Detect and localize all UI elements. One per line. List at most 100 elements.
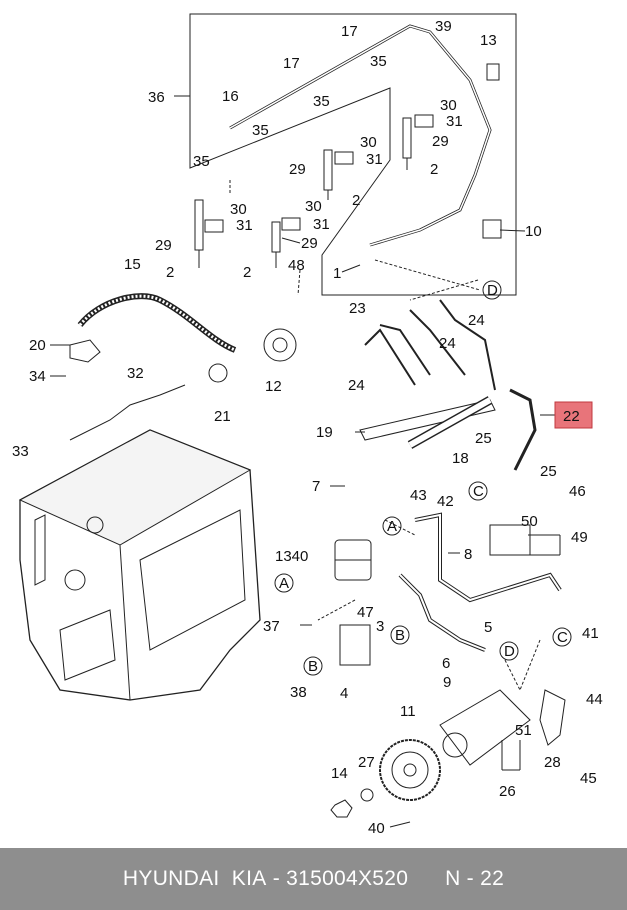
callout-12: 12 bbox=[265, 378, 282, 395]
high-pressure-pump bbox=[439, 689, 531, 766]
callout-10: 10 bbox=[525, 223, 542, 240]
footer-separator: - bbox=[266, 867, 287, 890]
dashed-connections bbox=[229, 180, 541, 691]
diagram-drawing bbox=[18, 13, 572, 828]
label-leaders bbox=[50, 95, 561, 828]
highlight-box-22 bbox=[554, 401, 593, 429]
callout-41: 41 bbox=[582, 625, 599, 642]
injector-3 bbox=[323, 149, 333, 200]
wiring-harness bbox=[69, 384, 186, 441]
callout-20: 20 bbox=[29, 337, 46, 354]
sensor-13 bbox=[486, 63, 500, 81]
clamp-31a bbox=[414, 114, 434, 128]
nut-14 bbox=[330, 799, 353, 818]
callout-labels: 39 17 13 35 36 16 17 35 30 31 35 29 35 3… bbox=[12, 18, 603, 837]
callout-24-c: 24 bbox=[348, 377, 365, 394]
callout-47: 47 bbox=[357, 604, 374, 621]
callout-30-a: 30 bbox=[440, 97, 457, 114]
gasket-20 bbox=[69, 339, 101, 363]
clamp-31c bbox=[204, 219, 224, 233]
injector-1 bbox=[194, 199, 204, 268]
callout-36: 36 bbox=[148, 89, 165, 106]
callout-2-d: 2 bbox=[243, 264, 251, 281]
callout-35-c: 35 bbox=[252, 122, 269, 139]
callout-11: 11 bbox=[400, 703, 416, 720]
callout-23: 23 bbox=[349, 300, 366, 317]
callout-17-top: 17 bbox=[341, 23, 358, 40]
callout-1340: 1340 bbox=[275, 548, 308, 565]
rail-line-24c bbox=[439, 299, 496, 391]
callout-3: 3 bbox=[376, 618, 384, 635]
callout-49: 49 bbox=[571, 529, 588, 546]
rail-line-23 bbox=[364, 328, 416, 386]
clamp-31d bbox=[281, 217, 301, 231]
callout-35-a: 35 bbox=[370, 53, 387, 70]
callout-24-a: 24 bbox=[468, 312, 485, 329]
callout-27: 27 bbox=[358, 754, 375, 771]
footer-gap bbox=[408, 867, 445, 891]
callout-33: 33 bbox=[12, 443, 29, 460]
callout-21: 21 bbox=[214, 408, 231, 425]
callout-8: 8 bbox=[464, 546, 472, 563]
callout-46: 46 bbox=[569, 483, 586, 500]
callout-1: 1 bbox=[333, 265, 341, 282]
callout-34: 34 bbox=[29, 368, 46, 385]
callout-29-a: 29 bbox=[432, 133, 449, 150]
pump-bracket-28 bbox=[539, 689, 566, 746]
callout-24-b: 24 bbox=[439, 335, 456, 352]
callout-B-mid: B bbox=[395, 627, 405, 644]
callout-39: 39 bbox=[435, 18, 452, 35]
callout-45: 45 bbox=[580, 770, 597, 787]
callout-30-d: 30 bbox=[305, 198, 322, 215]
callout-28: 28 bbox=[544, 754, 561, 771]
footer-ref: N - 22 bbox=[445, 867, 505, 890]
callout-25-b: 25 bbox=[540, 463, 557, 480]
clamp-31b bbox=[334, 151, 354, 165]
rail-line-24a bbox=[379, 324, 431, 376]
callout-43: 43 bbox=[410, 487, 427, 504]
part-info-footer: HYUNDAI KIA - 315004X520 N - 22 bbox=[0, 848, 627, 910]
callout-29-c: 29 bbox=[155, 237, 172, 254]
callout-C-top: C bbox=[473, 483, 484, 500]
callout-A-top: A bbox=[387, 518, 397, 535]
callout-31-b: 31 bbox=[366, 151, 383, 168]
callout-4: 4 bbox=[340, 685, 348, 702]
callout-26: 26 bbox=[499, 783, 516, 800]
parts-diagram: 39 17 13 35 36 16 17 35 30 31 35 29 35 3… bbox=[12, 13, 603, 837]
callout-18: 18 bbox=[452, 450, 469, 467]
injector-group-frame bbox=[189, 13, 517, 296]
callout-50: 50 bbox=[521, 513, 538, 530]
callout-22-highlighted: 22 bbox=[563, 408, 580, 425]
callout-D-top: D bbox=[487, 282, 498, 299]
fuel-filter bbox=[334, 539, 372, 666]
pump-gear bbox=[379, 739, 441, 801]
callout-35-b: 35 bbox=[313, 93, 330, 110]
callout-35-d: 35 bbox=[193, 153, 210, 170]
callout-37: 37 bbox=[263, 618, 280, 635]
callout-A-left: A bbox=[279, 575, 289, 592]
common-rail bbox=[359, 396, 496, 449]
callout-51: 51 bbox=[515, 722, 532, 739]
callout-17-mid: 17 bbox=[283, 55, 300, 72]
callout-D-right: D bbox=[504, 643, 515, 660]
callout-2-c: 2 bbox=[166, 264, 174, 281]
callout-16: 16 bbox=[222, 88, 239, 105]
rail-line-24b bbox=[409, 309, 466, 376]
bracket-49 bbox=[489, 524, 531, 556]
footer-part-number: 315004X520 bbox=[286, 867, 409, 890]
callout-25-a: 25 bbox=[475, 430, 492, 447]
injector-4 bbox=[402, 117, 412, 170]
callout-7: 7 bbox=[312, 478, 320, 495]
return-hose-15 bbox=[77, 293, 237, 353]
callout-42: 42 bbox=[437, 493, 454, 510]
callout-9: 9 bbox=[443, 674, 451, 691]
callout-19: 19 bbox=[316, 424, 333, 441]
reference-circles bbox=[274, 280, 572, 676]
callout-29-b: 29 bbox=[289, 161, 306, 178]
callout-38: 38 bbox=[290, 684, 307, 701]
engine-block bbox=[18, 429, 261, 701]
callout-31-a: 31 bbox=[446, 113, 463, 130]
callout-13: 13 bbox=[480, 32, 497, 49]
washer-27 bbox=[360, 788, 374, 802]
callout-14: 14 bbox=[331, 765, 348, 782]
